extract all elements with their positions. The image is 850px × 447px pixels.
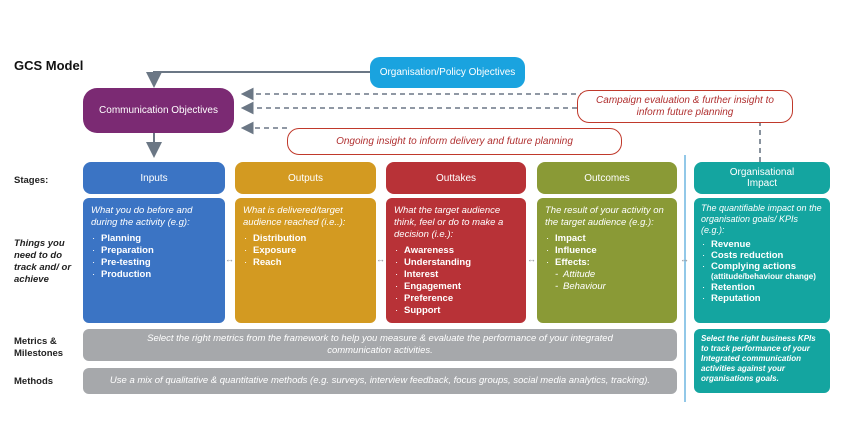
communication-objectives-box: Communication Objectives bbox=[83, 88, 234, 133]
stage-header-impact: Organisational Impact bbox=[694, 162, 830, 194]
list-item-note: (attitude/behaviour change) bbox=[711, 272, 816, 281]
stages-label: Stages: bbox=[14, 175, 49, 186]
list-item: Pre-testing bbox=[91, 257, 217, 269]
list-item: Revenue bbox=[701, 239, 823, 250]
list-item: Reach bbox=[243, 257, 368, 269]
page-title: GCS Model bbox=[14, 58, 84, 73]
connector-dots: ↔ bbox=[680, 254, 689, 264]
list-item: Support bbox=[394, 305, 518, 317]
things-label: Things you need to do track and/ or achi… bbox=[14, 238, 72, 285]
list-item: Awareness bbox=[394, 245, 518, 257]
stage-intro: The result of your activity on the targe… bbox=[545, 205, 664, 228]
stage-header-inputs: Inputs bbox=[83, 162, 225, 194]
methods-bar: Use a mix of qualitative & quantitative … bbox=[83, 368, 677, 394]
list-item: Effects: bbox=[545, 257, 669, 269]
stage-intro: What is delivered/target audience reache… bbox=[243, 205, 346, 228]
methods-label: Methods bbox=[14, 376, 54, 387]
connector-dots: ↔ bbox=[376, 254, 385, 264]
metrics-label: Metrics & Milestones bbox=[14, 336, 64, 359]
kpi-box: Select the right business KPIs to track … bbox=[694, 329, 830, 393]
list-item: Production bbox=[91, 269, 217, 281]
stage-header-outcomes: Outcomes bbox=[537, 162, 677, 194]
stage-intro: The quantifiable impact on the organisat… bbox=[701, 203, 822, 235]
stage-intro: What the target audience think, feel or … bbox=[394, 205, 504, 240]
list-item: Interest bbox=[394, 269, 518, 281]
list-item: Impact bbox=[545, 233, 669, 245]
list-item: Preference bbox=[394, 293, 518, 305]
list-item: Influence bbox=[545, 245, 669, 257]
list-item: Planning bbox=[91, 233, 217, 245]
list-item: Understanding bbox=[394, 257, 518, 269]
ongoing-insight-callout: Ongoing insight to inform delivery and f… bbox=[287, 128, 622, 155]
list-item: Engagement bbox=[394, 281, 518, 293]
policy-objectives-box: Organisation/Policy Objectives bbox=[370, 57, 525, 88]
list-item: Costs reduction bbox=[701, 250, 823, 261]
list-subitem: Attitude bbox=[545, 269, 669, 281]
stage-intro: What you do before and during the activi… bbox=[91, 205, 193, 228]
list-item: Reputation bbox=[701, 293, 823, 304]
campaign-evaluation-callout: Campaign evaluation & further insight to… bbox=[577, 90, 793, 123]
stage-body-outcomes: The result of your activity on the targe… bbox=[537, 198, 677, 323]
list-subitem: Behaviour bbox=[545, 281, 669, 293]
list-item: Exposure bbox=[243, 245, 368, 257]
stage-body-impact: The quantifiable impact on the organisat… bbox=[694, 198, 830, 323]
stage-body-outputs: What is delivered/target audience reache… bbox=[235, 198, 376, 323]
list-item: Distribution bbox=[243, 233, 368, 245]
stage-header-outtakes: Outtakes bbox=[386, 162, 526, 194]
metrics-bar: Select the right metrics from the framew… bbox=[83, 329, 677, 361]
list-item: Complying actions bbox=[701, 261, 823, 272]
list-item: Retention bbox=[701, 282, 823, 293]
connector-dots: ↔ bbox=[527, 254, 536, 264]
stage-body-outtakes: What the target audience think, feel or … bbox=[386, 198, 526, 323]
list-item: Preparation bbox=[91, 245, 217, 257]
stage-body-inputs: What you do before and during the activi… bbox=[83, 198, 225, 323]
stage-header-outputs: Outputs bbox=[235, 162, 376, 194]
connector-dots: ↔ bbox=[225, 254, 234, 264]
